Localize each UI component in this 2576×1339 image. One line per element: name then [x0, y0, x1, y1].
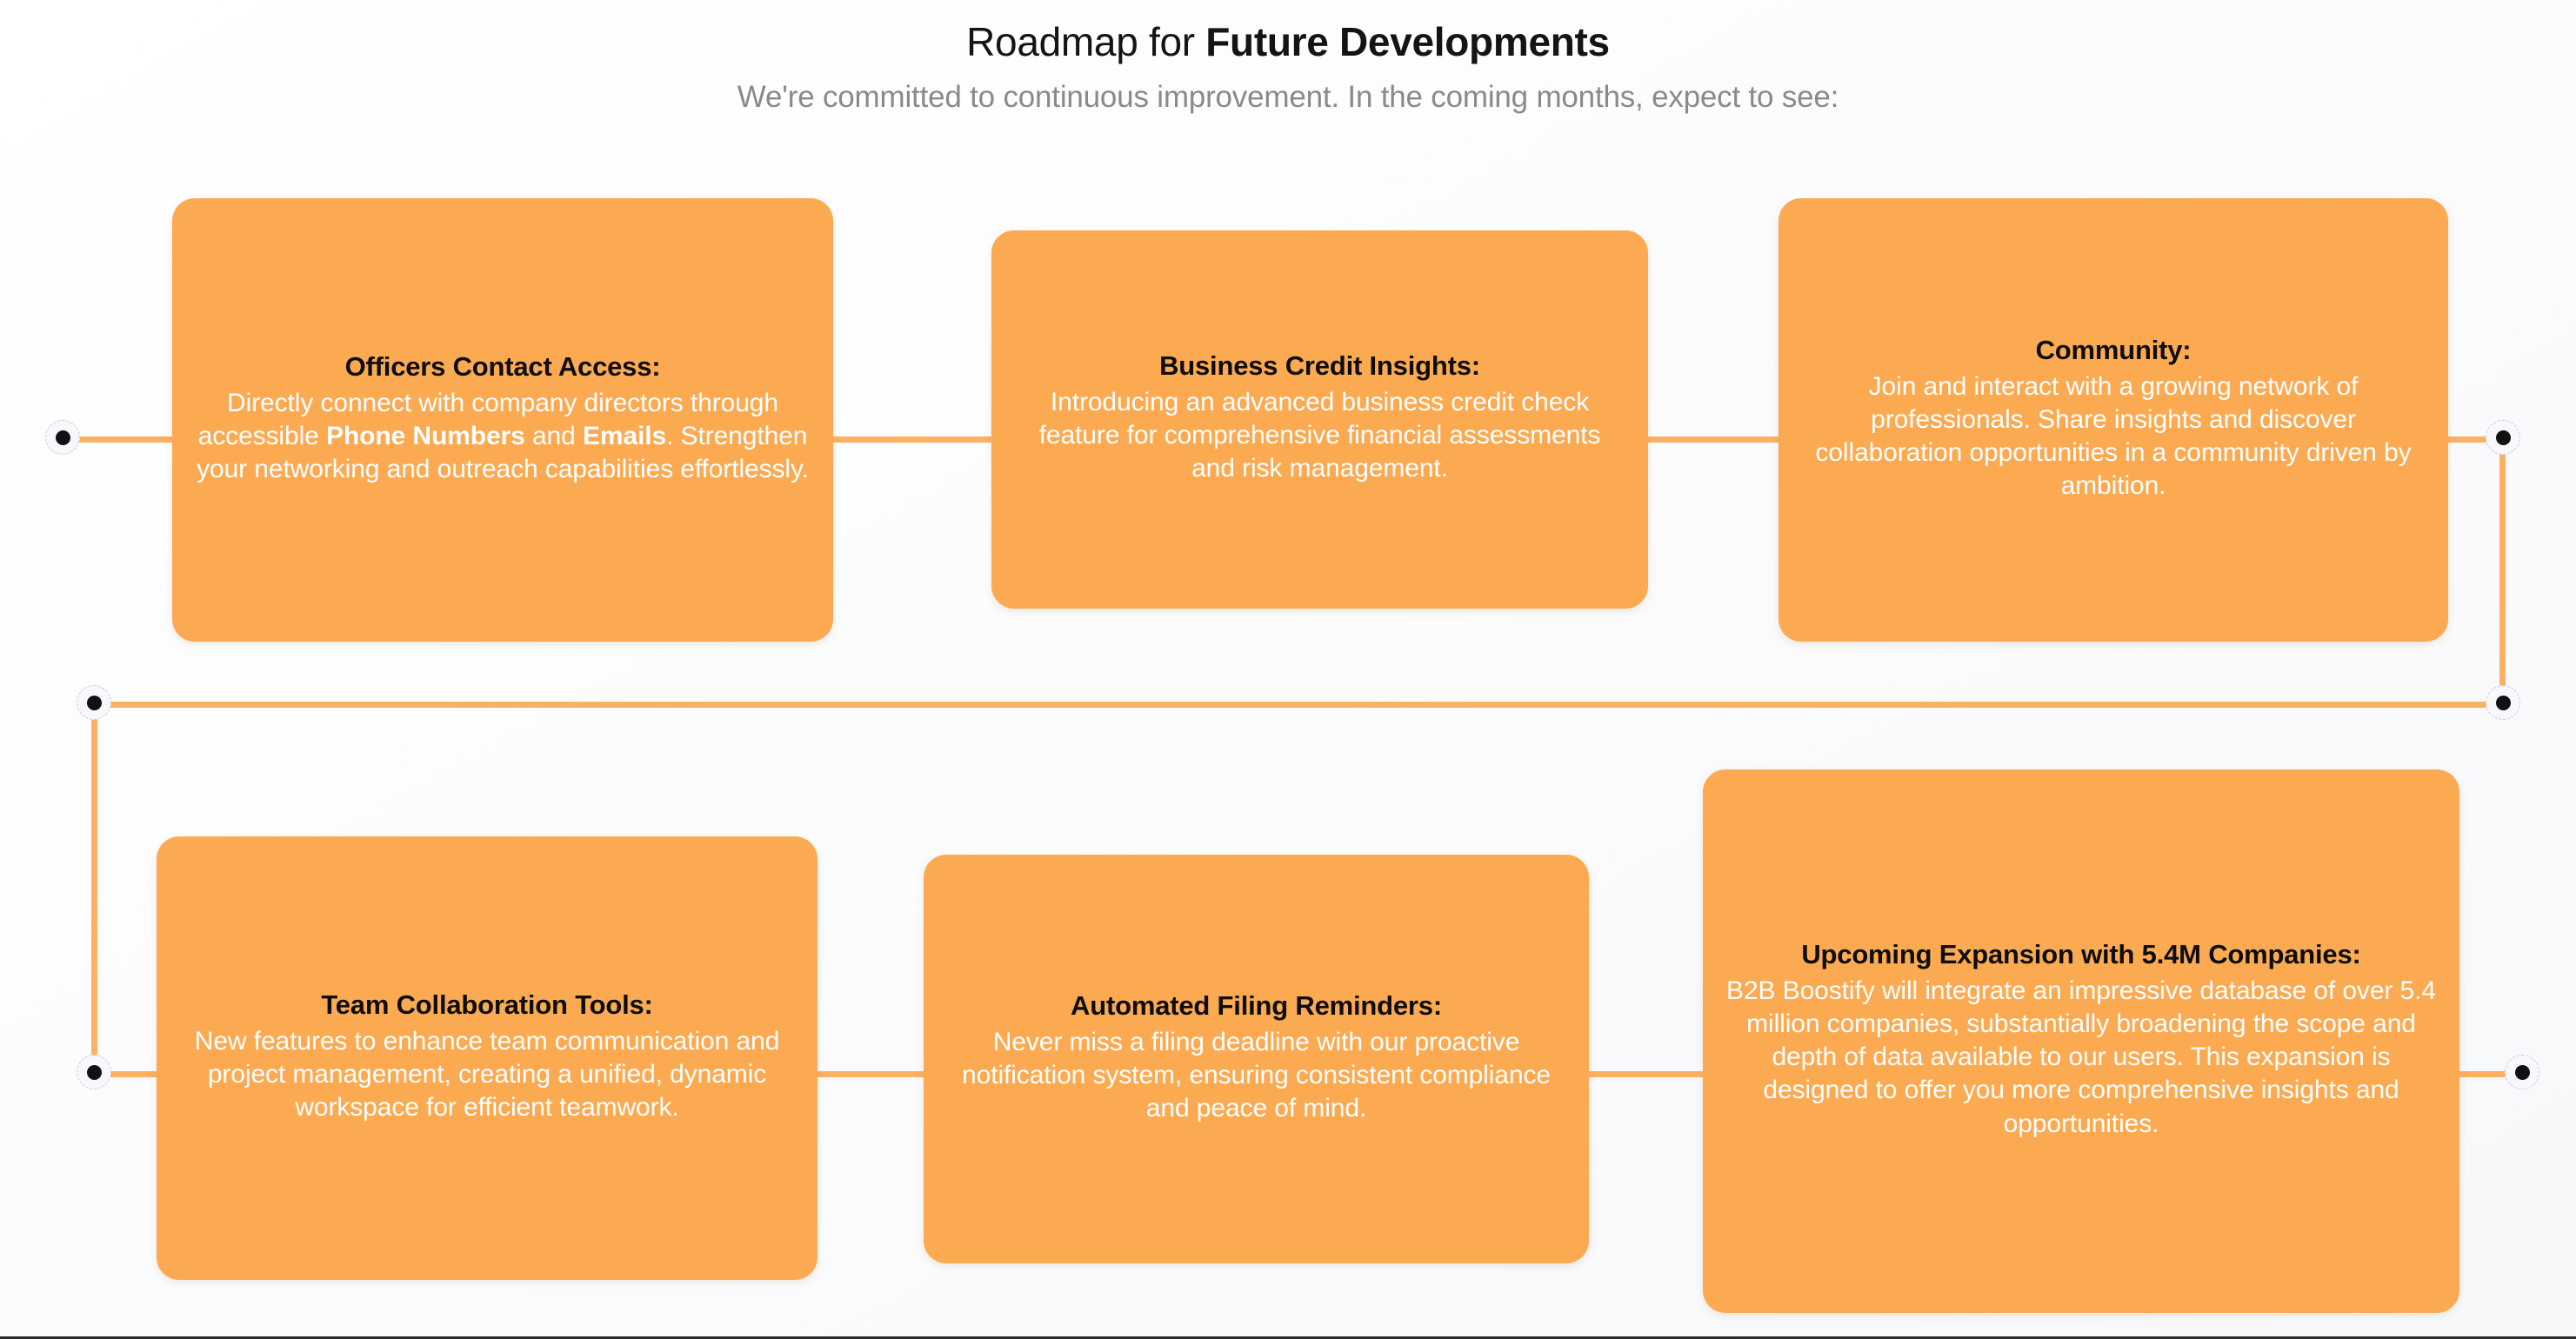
connector-card6-to-right-node: [2453, 1071, 2520, 1077]
card-body: Directly connect with company directors …: [197, 388, 809, 483]
roadmap-card-upcoming-expansion[interactable]: Upcoming Expansion with 5.4M Companies: …: [1703, 769, 2459, 1313]
header: Roadmap for Future Developments We're co…: [0, 0, 2576, 117]
node-dot-row2-end[interactable]: [2505, 1055, 2539, 1089]
roadmap-card-community[interactable]: Community: Join and interact with a grow…: [1779, 198, 2448, 642]
card-title: Upcoming Expansion with 5.4M Companies:: [1801, 939, 2361, 970]
node-dot-row2-start[interactable]: [77, 1055, 111, 1089]
connector-mid-divider: [104, 702, 2503, 708]
connector-left-edge-to-card1: [63, 436, 176, 443]
card-title: Officers Contact Access:: [344, 350, 661, 382]
card-body: Join and interact with a growing network…: [1815, 371, 2412, 500]
card-body: Never miss a filing deadline with our pr…: [962, 1027, 1551, 1122]
connector-right-vertical: [2499, 439, 2506, 704]
node-dot-divider-left[interactable]: [77, 685, 111, 720]
card-title: Automated Filing Reminders:: [1071, 989, 1442, 1021]
node-dot-row1-start[interactable]: [45, 420, 80, 455]
card-body: B2B Boostify will integrate an impressiv…: [1726, 976, 2436, 1138]
card-title: Business Credit Insights:: [1159, 350, 1480, 382]
page-title-bold: Future Developments: [1205, 19, 1610, 64]
connector-card5-to-card6: [1583, 1071, 1710, 1077]
card-body: New features to enhance team communicati…: [194, 1026, 780, 1122]
card-body: Introducing an advanced business credit …: [1038, 388, 1601, 483]
roadmap-card-business-credit-insights[interactable]: Business Credit Insights: Introducing an…: [991, 230, 1648, 609]
connector-card2-to-card3: [1642, 436, 1783, 443]
roadmap-card-team-collaboration-tools[interactable]: Team Collaboration Tools: New features t…: [157, 836, 818, 1280]
page-title-regular: Roadmap for: [966, 19, 1206, 64]
roadmap-card-officers-contact-access[interactable]: Officers Contact Access: Directly connec…: [172, 198, 833, 642]
connector-card1-to-card2: [826, 436, 997, 443]
page-title: Roadmap for Future Developments: [0, 19, 2576, 65]
page-subtitle: We're committed to continuous improvemen…: [737, 80, 1839, 115]
roadmap-card-automated-filing-reminders[interactable]: Automated Filing Reminders: Never miss a…: [924, 855, 1589, 1263]
node-dot-divider-right[interactable]: [2486, 685, 2520, 720]
node-dot-row1-end[interactable]: [2486, 420, 2520, 455]
card-title: Team Collaboration Tools:: [321, 989, 653, 1020]
connector-card3-to-right-node: [2442, 436, 2503, 443]
connector-left-vertical: [91, 704, 97, 1074]
connector-card4-to-card5: [811, 1071, 931, 1077]
card-title: Community:: [2035, 334, 2192, 365]
connector-left-node-to-card4: [94, 1071, 164, 1077]
